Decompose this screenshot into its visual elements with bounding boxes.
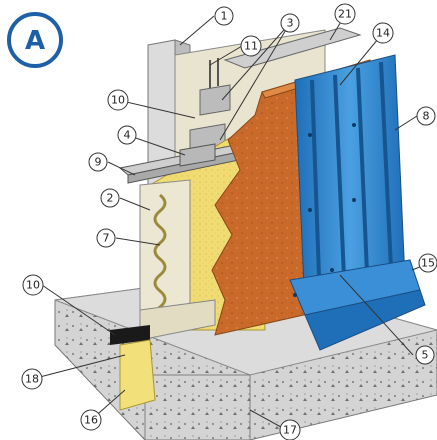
callout-15: 15 [418,253,437,273]
callout-label: 9 [95,156,102,169]
callout-label: 15 [421,257,435,270]
callout-16: 16 [80,409,102,431]
callout-1: 1 [214,6,234,26]
callout-label: 21 [338,8,352,21]
callout-label: 17 [283,424,297,437]
callout-18: 18 [21,368,43,390]
callout-5: 5 [415,345,435,365]
callout-4: 4 [117,125,137,145]
callout-label: 11 [244,40,258,53]
callout-label: 2 [107,192,114,205]
callout-10-lower: 10 [22,274,44,296]
callout-label: 16 [84,414,98,427]
callout-label: 8 [423,110,430,123]
callout-label: 4 [124,129,131,142]
callout-8: 8 [416,106,436,126]
insulation-strip [119,339,156,411]
callout-label: 18 [25,373,39,386]
badge-letter: A [25,26,45,56]
callout-21: 21 [334,3,356,25]
callout-label: 10 [111,94,125,107]
callout-3: 3 [280,13,300,33]
figure-badge: A [7,12,63,68]
callout-9: 9 [88,152,108,172]
callout-label: 1 [221,10,228,23]
horizontal-rails [118,141,260,184]
callout-label: 3 [287,17,294,30]
callout-11: 11 [240,35,262,57]
callout-17: 17 [279,419,301,440]
blue-cladding [294,54,406,311]
callout-label: 10 [26,279,40,292]
callout-7: 7 [96,228,116,248]
callout-10-upper: 10 [107,89,129,111]
sealant-strip [110,325,150,345]
wall-block [139,179,216,341]
base-flashing [289,259,426,351]
callout-14: 14 [372,22,394,44]
callout-label: 14 [376,27,390,40]
callout-label: 7 [103,232,110,245]
callout-label: 5 [422,349,429,362]
callout-2: 2 [100,188,120,208]
